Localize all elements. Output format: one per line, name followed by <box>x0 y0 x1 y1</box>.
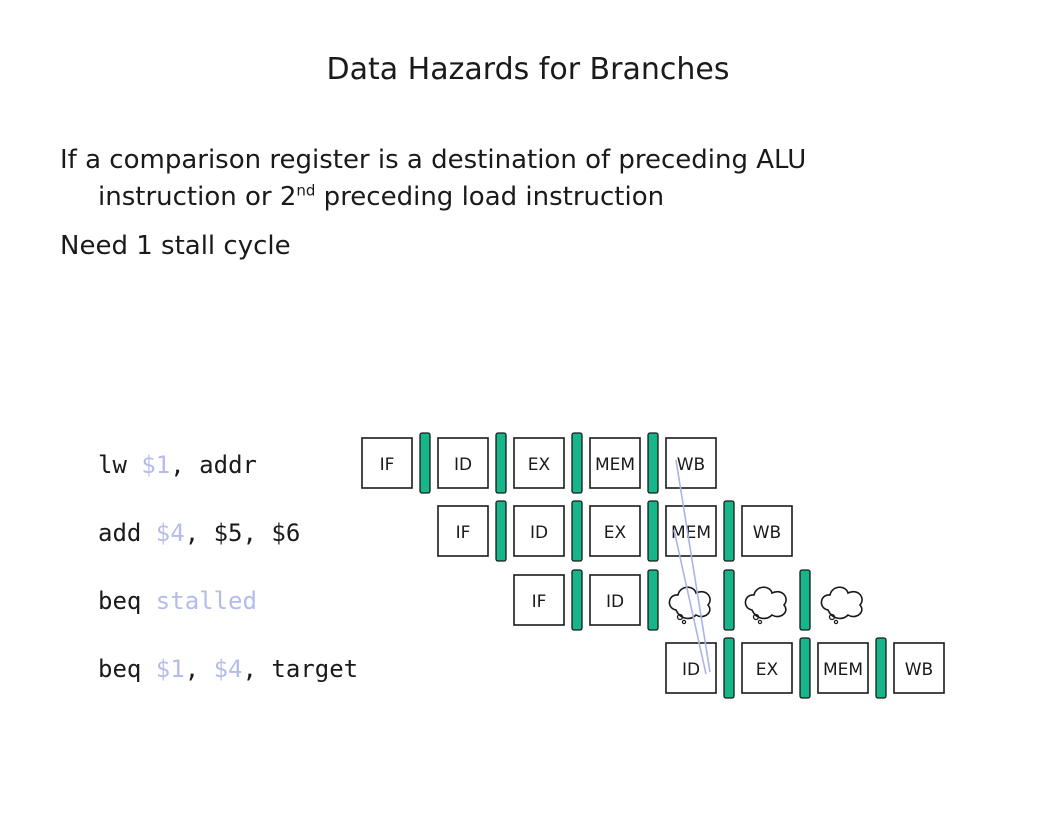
bubble-icon <box>820 586 863 625</box>
instruction-operand: , <box>184 655 214 683</box>
instruction-register: $1 <box>141 451 171 479</box>
bubble-dot <box>828 613 836 621</box>
pipeline-stage-label: MEM <box>823 660 863 680</box>
pipeline-latch <box>875 637 887 699</box>
instruction-register: $4 <box>213 655 243 683</box>
bubble-dot <box>681 619 687 625</box>
pipeline-latch <box>723 500 735 562</box>
pipeline-latch <box>647 500 659 562</box>
pipeline-stage-box <box>437 437 489 489</box>
bullet-stall-cycle: Need 1 stall cycle <box>60 231 291 261</box>
pipeline-latch <box>799 637 811 699</box>
bullet-comparison-register: If a comparison register is a destinatio… <box>60 142 960 216</box>
pipeline-stage-label: MEM <box>671 523 711 543</box>
instruction-opcode: beq <box>98 655 156 683</box>
pipeline-stage-box <box>513 505 565 557</box>
instruction-operand: , target <box>242 655 359 683</box>
pipeline-stage-box <box>741 642 793 694</box>
pipeline-latch <box>799 569 811 631</box>
instruction-register: stalled <box>155 587 257 615</box>
forwarding-line <box>675 459 711 673</box>
pipeline-latch <box>647 432 659 494</box>
pipeline-stage-box <box>893 642 945 694</box>
pipeline-stage-box <box>513 437 565 489</box>
instruction-line: beq stalled <box>98 586 257 616</box>
instruction-opcode: lw <box>98 451 142 479</box>
bubble-dot <box>757 619 763 625</box>
pipeline-stage-label: IF <box>380 455 395 475</box>
pipeline-stage-label: ID <box>682 660 700 680</box>
pipeline-stage-label: ID <box>530 523 548 543</box>
pipeline-stage-box <box>589 505 641 557</box>
bubble-outline <box>668 586 711 620</box>
pipeline-stage-label: ID <box>606 592 624 612</box>
pipeline-stage-label: WB <box>905 660 933 680</box>
pipeline-stage-label: IF <box>456 523 471 543</box>
pipeline-latch <box>571 500 583 562</box>
pipeline-stage-box <box>741 505 793 557</box>
instruction-register: $1 <box>155 655 185 683</box>
pipeline-latch <box>419 432 431 494</box>
bullet-line-2: instruction or 2nd preceding load instru… <box>98 181 665 212</box>
pipeline-stage-label: WB <box>677 455 705 475</box>
bubble-icon <box>668 586 711 625</box>
bubble-dot <box>752 613 760 621</box>
instruction-line: add $4, $5, $6 <box>98 518 300 548</box>
slide-title: Data Hazards for Branches <box>326 52 730 87</box>
pipeline-stage-label: MEM <box>595 455 635 475</box>
bubble-outline <box>744 586 787 620</box>
pipeline-latch <box>723 569 735 631</box>
pipeline-stage-box <box>513 574 565 626</box>
instruction-line: lw $1, addr <box>98 450 257 480</box>
pipeline-stage-box <box>817 642 869 694</box>
pipeline-stage-box <box>665 437 717 489</box>
bubble-icon <box>744 586 787 625</box>
pipeline-latch <box>647 569 659 631</box>
pipeline-latch <box>571 432 583 494</box>
pipeline-stage-label: ID <box>454 455 472 475</box>
pipeline-stage-label: EX <box>756 660 779 680</box>
instruction-register: $4 <box>155 519 185 547</box>
pipeline-latch <box>495 500 507 562</box>
pipeline-latch <box>495 432 507 494</box>
bubble-outline <box>820 586 863 620</box>
pipeline-stage-box <box>589 574 641 626</box>
bullet-line-1: If a comparison register is a destinatio… <box>60 145 807 175</box>
pipeline-latch <box>723 637 735 699</box>
instruction-operand: , addr <box>170 451 257 479</box>
pipeline-stage-label: WB <box>753 523 781 543</box>
pipeline-latch <box>571 569 583 631</box>
pipeline-stage-box <box>665 642 717 694</box>
instruction-opcode: add <box>98 519 156 547</box>
bubble-dot <box>676 613 684 621</box>
pipeline-stage-label: IF <box>532 592 547 612</box>
pipeline-stage-box <box>361 437 413 489</box>
pipeline-stage-label: EX <box>528 455 551 475</box>
instruction-line: beq $1, $4, target <box>98 654 358 684</box>
instruction-operand: , $5, $6 <box>184 519 301 547</box>
forwarding-line <box>673 529 707 675</box>
pipeline-stage-box <box>589 437 641 489</box>
instruction-opcode: beq <box>98 587 156 615</box>
bubble-dot <box>833 619 839 625</box>
pipeline-stage-label: EX <box>604 523 627 543</box>
pipeline-stage-box <box>437 505 489 557</box>
